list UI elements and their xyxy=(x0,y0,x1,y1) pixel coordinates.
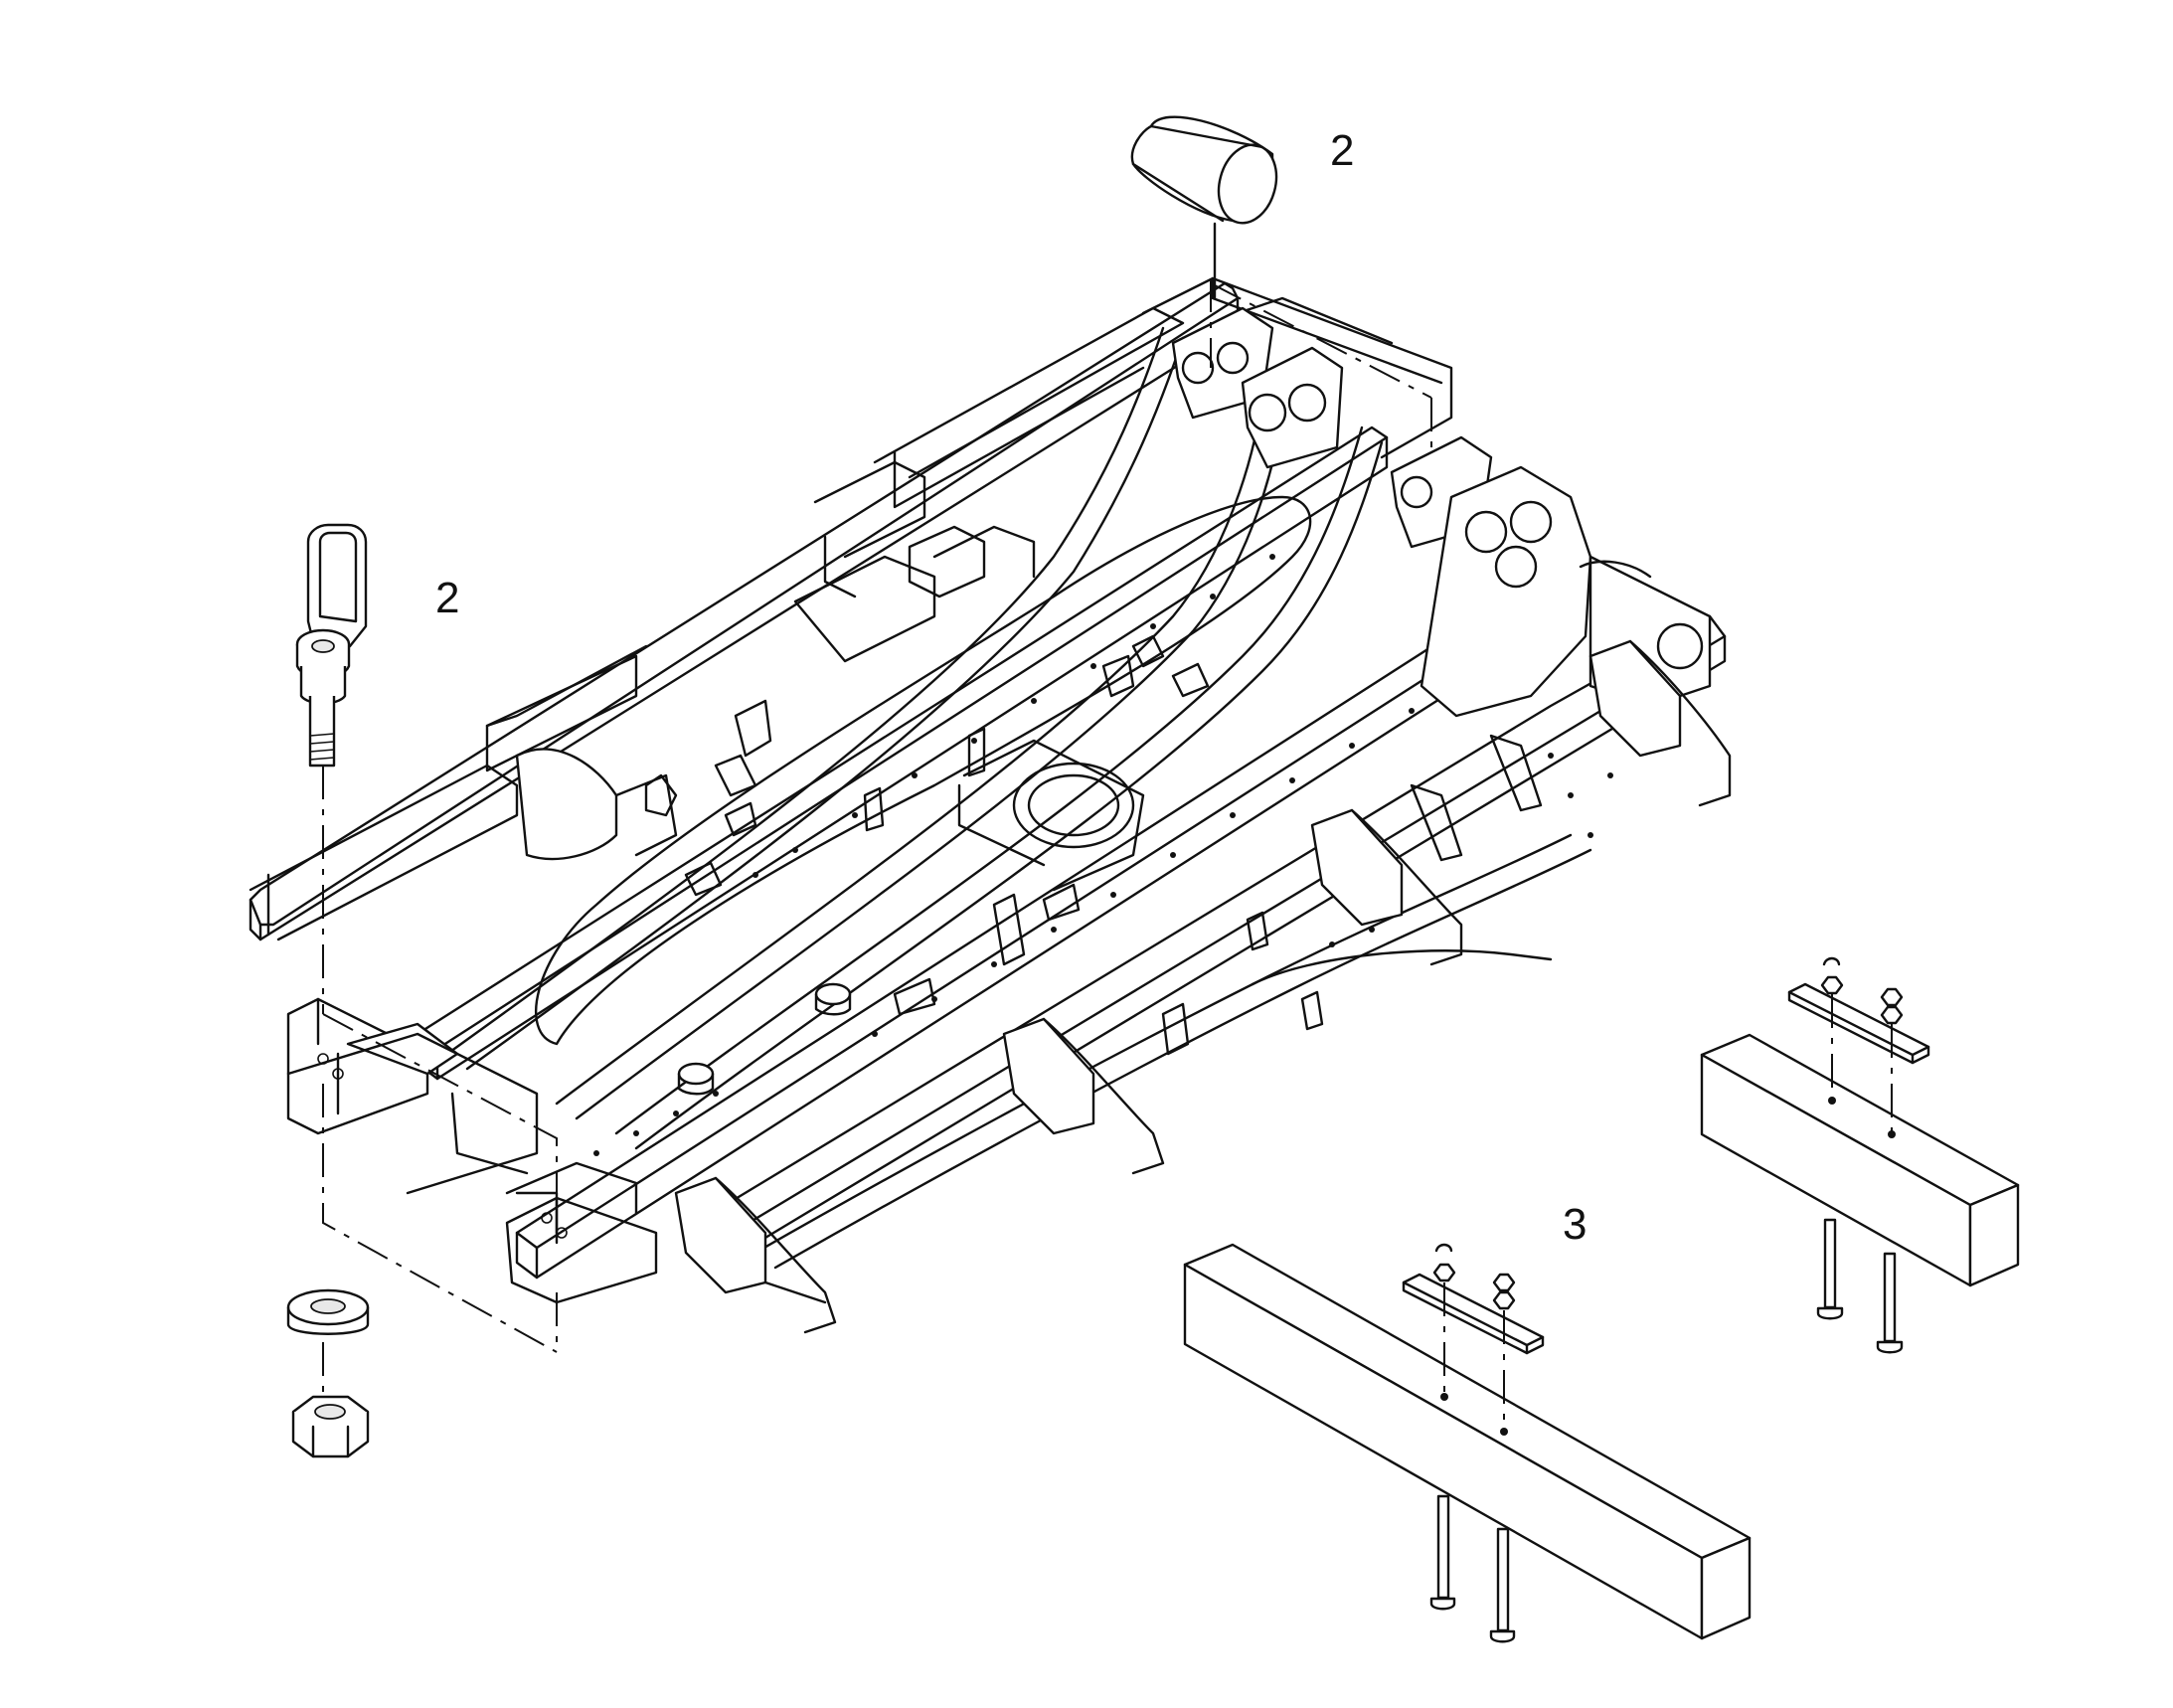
bolt xyxy=(1816,1218,1844,1320)
assembly-leader-lines xyxy=(322,278,1432,1402)
cylinder-sleeve xyxy=(1130,115,1278,300)
frame-chassis xyxy=(249,276,1732,1334)
support-block-small xyxy=(1700,956,2020,1354)
bolt xyxy=(1429,1494,1456,1611)
rivet-dots xyxy=(593,554,1613,1156)
callout-label-eye-bolt: 2 xyxy=(435,574,460,622)
hex-nut xyxy=(291,1395,370,1458)
washer xyxy=(286,1288,370,1335)
bolt xyxy=(1876,1252,1904,1354)
swivel-lifting-eye-bolt xyxy=(295,523,368,768)
bolt xyxy=(1489,1527,1516,1643)
support-block-large xyxy=(1183,1243,1752,1643)
callout-label-sleeve: 2 xyxy=(1330,126,1355,175)
callout-label-support-blocks: 3 xyxy=(1563,1200,1588,1249)
